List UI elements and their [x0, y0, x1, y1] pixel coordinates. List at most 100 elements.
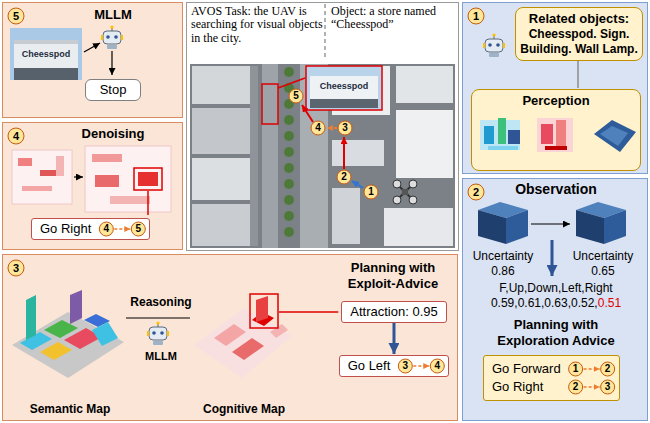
box-label: Cheesspod. Sign. Building. Wall Lamp. — [520, 27, 638, 57]
box-label: Go Forward — [492, 360, 561, 378]
callout-circle — [364, 185, 378, 199]
denoising-maps — [22, 186, 52, 191]
callout-number: 2 — [601, 362, 615, 376]
text-slot: 2 — [569, 380, 583, 394]
step-number: 2 — [468, 184, 484, 200]
aerial-view — [396, 110, 453, 178]
text-slot: MLLM — [125, 349, 197, 363]
text-slot: 2 — [601, 362, 615, 376]
callout-circle — [430, 359, 444, 373]
perception-thumbnails — [484, 126, 494, 144]
step-transition — [114, 228, 130, 230]
callout-number: 1 — [364, 185, 378, 199]
box-label: Go Right — [492, 378, 561, 396]
aerial-view — [190, 64, 455, 248]
aerial-view — [284, 147, 294, 157]
denoising-maps — [56, 156, 64, 176]
connector — [392, 323, 395, 354]
reasoning-link — [126, 317, 190, 318]
store-photo — [14, 40, 78, 80]
text-slot: Planning with Exploit-Advice — [329, 260, 457, 292]
text-slot: 2 — [468, 184, 484, 200]
aerial-view — [409, 180, 417, 188]
step-heading: Observation — [483, 181, 629, 198]
aerial-view — [284, 195, 294, 205]
sign-text: Cheesspod — [15, 48, 77, 60]
text-slot: Cheesspod — [15, 48, 77, 60]
callout-circle — [569, 380, 583, 394]
step-number-circle — [468, 184, 484, 200]
store-photo — [101, 25, 123, 49]
text-slot: Cheesspod — [314, 80, 374, 92]
observation-cubes — [531, 223, 570, 224]
box-label: Perception — [475, 93, 637, 109]
step-number-circle — [8, 8, 24, 24]
aerial-view — [396, 66, 453, 103]
aerial-view — [306, 66, 382, 110]
step-number-circle — [8, 260, 24, 276]
callout-number: 5 — [289, 89, 303, 103]
text-slot: 3 — [601, 380, 615, 394]
perception-thumbnails — [488, 146, 518, 150]
observation-cubes — [604, 210, 626, 244]
sign-text: Cheesspod — [314, 80, 374, 92]
text-slot: Planning with Exploration Advice — [481, 317, 631, 349]
box-label: Go Left — [348, 358, 391, 374]
denoising-maps — [110, 196, 150, 204]
text-slot: 1 — [468, 8, 484, 24]
observation-cubes — [478, 210, 506, 244]
aerial-view — [284, 131, 294, 141]
observation-cubes — [551, 240, 554, 276]
aerial-view — [325, 4, 326, 60]
map-caption: Cognitive Map — [189, 402, 299, 417]
perception-thumbnails — [594, 120, 636, 152]
cognitive-map — [270, 324, 288, 338]
step-number: 1 — [468, 8, 484, 24]
text-slot: 3 — [8, 260, 24, 276]
robot-icon — [483, 33, 505, 57]
text-slot: 1 — [569, 362, 583, 376]
denoising-maps — [138, 172, 158, 186]
model-label: MLLM — [125, 349, 197, 363]
aerial-view — [343, 137, 345, 169]
step-number: 5 — [8, 8, 24, 24]
denoising-maps — [18, 158, 32, 166]
aerial-view — [190, 4, 455, 248]
aerial-view — [310, 76, 378, 108]
model-label: MLLM — [63, 7, 163, 23]
aerial-view — [409, 196, 417, 204]
denoising-maps — [74, 176, 83, 177]
callout-circle — [337, 170, 351, 184]
aerial-view — [262, 64, 278, 248]
perception-thumbnails — [545, 146, 567, 150]
text-slot: Reasoning — [125, 295, 197, 310]
callout-number: 3 — [338, 121, 352, 135]
aerial-view — [192, 204, 258, 246]
text-slot: MLLM — [63, 7, 163, 23]
robot-icon — [483, 33, 505, 57]
step-heading: Planning with Exploration Advice — [481, 317, 631, 349]
cognitive-map — [250, 294, 278, 328]
text-slot: 1 — [364, 185, 378, 199]
text-slot: 5 — [131, 222, 145, 236]
aerial-view — [352, 181, 363, 188]
aerial-view — [332, 188, 360, 244]
step-transition — [584, 386, 600, 388]
text-slot: F,Up,Down,Left,Right — [463, 281, 649, 296]
text-slot: 4 — [8, 128, 24, 144]
connector — [577, 61, 579, 88]
denoising-maps — [85, 146, 171, 212]
callout-circle — [569, 362, 583, 376]
reasoning-link — [126, 318, 190, 345]
text-slot: 3 — [398, 359, 412, 373]
semantic-map — [26, 295, 36, 340]
callout-number: 3 — [601, 380, 615, 394]
step-transition — [413, 365, 429, 367]
aerial-view — [192, 108, 258, 154]
callout-number: 4 — [99, 222, 113, 236]
cognitive-map — [194, 294, 292, 378]
map-caption: Semantic Map — [9, 402, 131, 417]
perception-thumbnails — [600, 126, 628, 146]
observation-cubes — [506, 210, 528, 244]
aerial-view — [310, 99, 378, 108]
